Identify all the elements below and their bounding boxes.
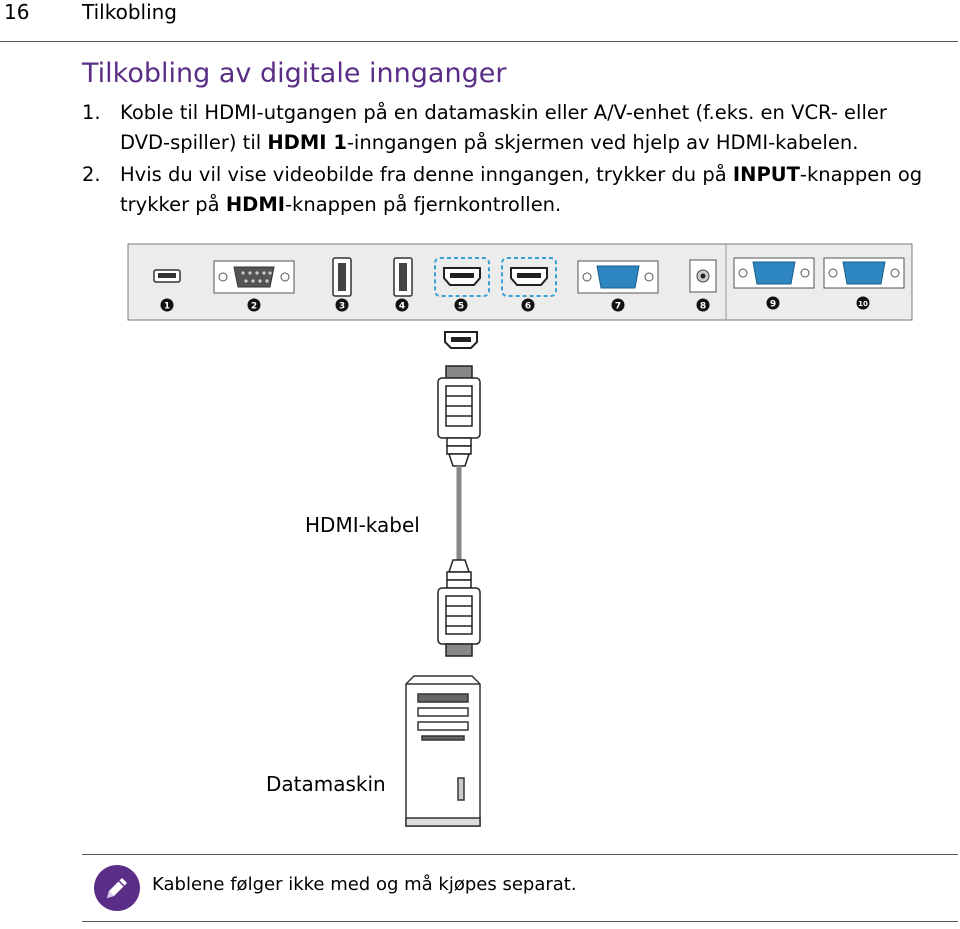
hdmi-plug-top-icon: [437, 365, 481, 467]
vga-port-7-icon: [577, 260, 659, 294]
step-bold: HDMI: [225, 193, 286, 216]
step-number: 2.: [82, 163, 101, 186]
step-2: 2. Hvis du vil vise videobilde fra denne…: [82, 160, 942, 220]
hdmi-port-6-icon: [501, 257, 557, 297]
port-number-badge: [856, 296, 870, 310]
port-number: 7: [615, 302, 621, 312]
note-rule-bottom: [82, 921, 958, 922]
page-number: 16: [4, 0, 30, 24]
step-text: -knappen og trykker på: [120, 163, 923, 216]
steps-list: 1. Koble til HDMI-utgangen på en datamas…: [82, 98, 942, 220]
vga-port-9-icon: [733, 257, 815, 289]
note-text: Kablene følger ikke med og må kjøpes sep…: [152, 874, 577, 895]
port-number-badge: [766, 296, 780, 310]
serial-port-icon: [213, 260, 295, 294]
pencil-icon: [94, 865, 140, 911]
rear-panel: 1 2 3 4 5 6 7 8 9 10: [127, 243, 913, 321]
header-rule: [0, 41, 958, 42]
computer-label: Datamaskin: [266, 772, 386, 796]
step-text: Koble til HDMI-utgangen på en datamaskin…: [120, 101, 887, 154]
port-number-badge: [454, 298, 468, 312]
port-number: 3: [339, 302, 345, 312]
step-1: 1. Koble til HDMI-utgangen på en datamas…: [82, 98, 942, 158]
port-number: 5: [458, 302, 464, 312]
port-number: 2: [251, 302, 257, 312]
port-number-badge: [335, 298, 349, 312]
port-number: 8: [700, 302, 706, 312]
port-number-badge: [611, 298, 625, 312]
section-title: Tilkobling av digitale innganger: [82, 58, 507, 89]
step-bold: HDMI 1: [267, 131, 347, 154]
step-bold: INPUT: [732, 163, 800, 186]
port-number-badge: [696, 298, 710, 312]
audio-port-icon: [689, 259, 717, 293]
step-text: Hvis du vil vise videobilde fra denne in…: [120, 163, 733, 186]
port-number: 1: [164, 302, 170, 312]
port-number-badge: [160, 298, 174, 312]
port-number: 9: [770, 300, 776, 310]
step-text: -knappen på fjernkontrollen.: [285, 193, 562, 216]
port-number: 10: [858, 300, 868, 308]
note-rule-top: [82, 854, 958, 855]
usb-port-4-icon: [393, 257, 413, 297]
step-text: -inngangen på skjermen ved hjelp av HDMI…: [346, 131, 859, 154]
hdmi-plug-bottom-icon: [437, 559, 481, 657]
port-number-badge: [395, 298, 409, 312]
usb-port-3-icon: [332, 257, 352, 297]
hdmi-port-symbol-icon: [444, 331, 478, 349]
running-title: Tilkobling: [82, 0, 177, 24]
vga-port-10-icon: [823, 257, 905, 289]
computer-tower-icon: [405, 675, 481, 827]
port-number: 6: [525, 302, 531, 312]
hdmi-port-5-icon: [434, 257, 490, 297]
page-header: 16 Tilkobling: [0, 0, 960, 42]
mini-hdmi-port-icon: [153, 269, 181, 283]
step-number: 1.: [82, 101, 101, 124]
port-number: 4: [399, 302, 405, 312]
connection-diagram: 1 2 3 4 5 6 7 8 9 10: [127, 243, 913, 827]
port-number-badge: [247, 298, 261, 312]
port-number-badge: [521, 298, 535, 312]
cable-label: HDMI-kabel: [305, 513, 420, 537]
